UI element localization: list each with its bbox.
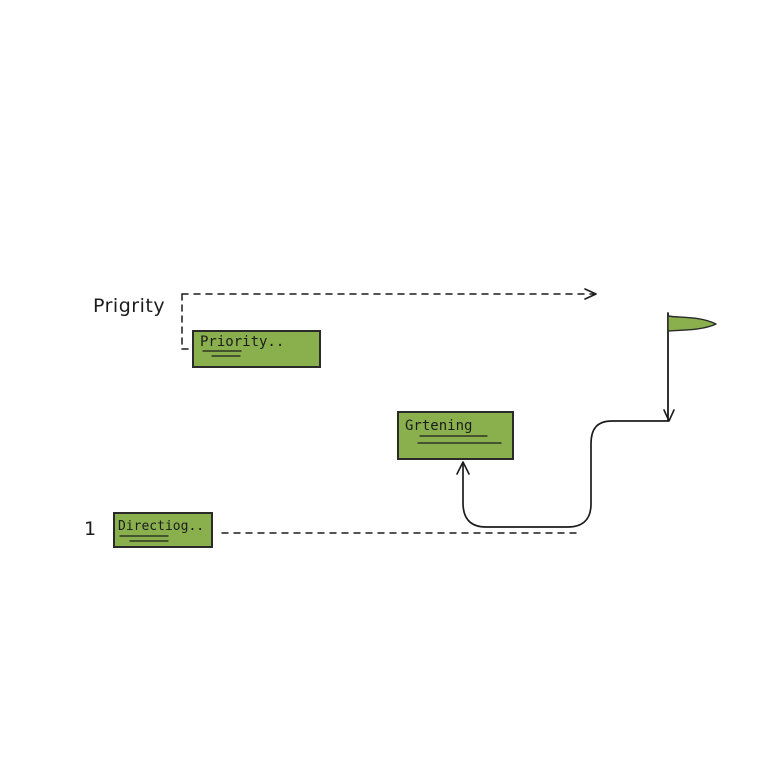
arrow-down-icon [663,409,675,422]
priority-side-label: Prigrity [93,295,165,317]
ordering-box[interactable]: Grtening [397,411,514,460]
priority-dashed-connector [181,293,193,350]
direction-underline [119,535,169,542]
priority-box[interactable]: Priority.. [192,330,321,368]
flag-icon [663,312,717,422]
flag-to-ordering-path [462,420,669,528]
flag-cloth [667,315,717,332]
direction-box[interactable]: Directiog.. [113,512,213,548]
direction-box-label: Directiog.. [118,519,204,534]
priority-underline [202,350,242,357]
direction-side-label: 1 [84,518,96,540]
arrow-right-icon [584,288,597,300]
priority-box-label: Priority.. [200,334,284,350]
arrow-up-icon [456,461,470,475]
ordering-box-label: Grtening [405,418,472,434]
ordering-underline [417,435,502,444]
